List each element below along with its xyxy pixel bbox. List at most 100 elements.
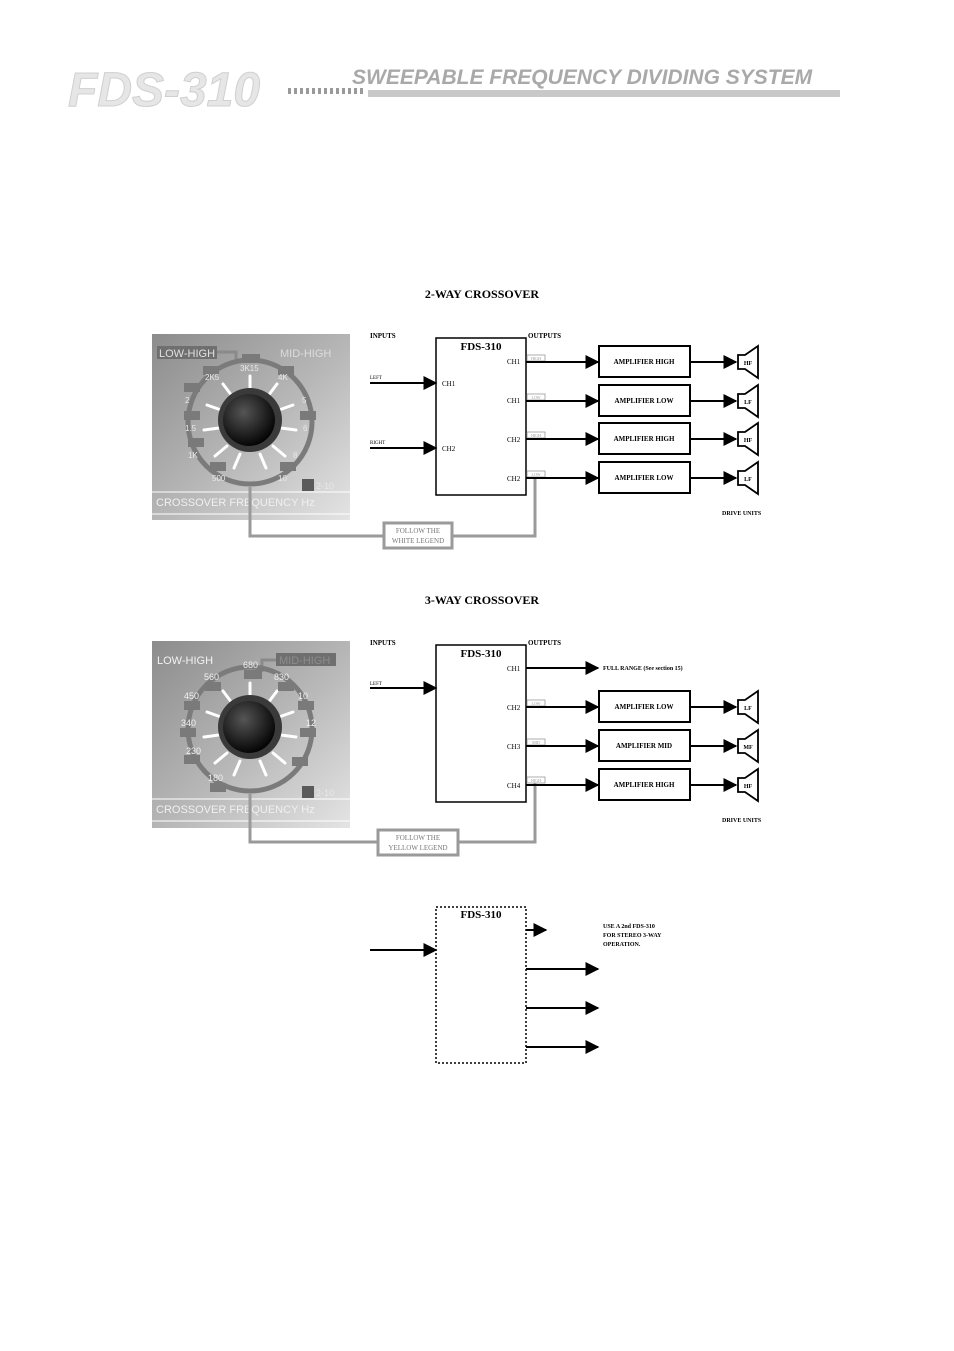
knob[interactable] bbox=[223, 394, 275, 446]
legend-connector bbox=[248, 487, 384, 538]
driver-label: HF bbox=[744, 784, 753, 790]
output-tag: HIGH bbox=[531, 433, 541, 438]
input-left-label: LEFT bbox=[370, 376, 382, 381]
knob[interactable] bbox=[223, 701, 275, 753]
amplifier-label: AMPLIFIER LOW bbox=[615, 474, 674, 482]
output-tag: MID bbox=[532, 740, 540, 745]
panel-label-right: MID-HIGH bbox=[280, 348, 331, 360]
legend-connector-right bbox=[458, 783, 537, 844]
panel-label-left: LOW-HIGH bbox=[157, 655, 213, 667]
output-channel: CH4 bbox=[507, 782, 521, 790]
full-range-label: FULL RANGE (See section 15) bbox=[603, 665, 683, 672]
svg-text:560: 560 bbox=[204, 672, 219, 682]
output-tag: LOW bbox=[531, 395, 540, 400]
drive-units-label: DRIVE UNITS bbox=[722, 818, 762, 824]
legend-note-line1: FOLLOW THE bbox=[396, 834, 440, 842]
amplifier-box bbox=[598, 690, 691, 723]
driver-label: HF bbox=[744, 361, 753, 367]
panel-label-left-box bbox=[157, 346, 217, 359]
svg-text:340: 340 bbox=[181, 718, 196, 728]
two-way-section: 2-WAY CROSSOVER LOW-HIGH MID-HIGH bbox=[152, 287, 762, 550]
three-way-title: 3-WAY CROSSOVER bbox=[425, 593, 539, 607]
output-row: CH3 MID AMPLIFIER MID MF bbox=[507, 728, 759, 764]
svg-text:8: 8 bbox=[293, 451, 298, 460]
svg-text:12: 12 bbox=[306, 718, 316, 728]
scale-boxes bbox=[180, 670, 316, 792]
stereo-note-section: FDS-310 USE A 2nd FDS-310 FOR STEREO 3-W… bbox=[370, 906, 662, 1064]
speaker-icon bbox=[737, 421, 759, 457]
input-right-label: RIGHT bbox=[370, 441, 385, 446]
page-header: FDS-310 SWEEPABLE FREQUENCY DIVIDING SYS… bbox=[68, 64, 840, 118]
range-label: 2-10 bbox=[316, 788, 334, 798]
speaker-icon bbox=[737, 383, 759, 419]
svg-text:500: 500 bbox=[212, 474, 226, 483]
output-row: CH2 LOW AMPLIFIER LOW LF bbox=[507, 689, 759, 725]
svg-text:1.5: 1.5 bbox=[185, 424, 197, 433]
amplifier-label: AMPLIFIER HIGH bbox=[614, 435, 675, 443]
panel-bottom-label: CROSSOVER FREQUENCY Hz bbox=[156, 804, 315, 816]
range-label: 2-10 bbox=[316, 481, 334, 491]
second-fds-310-unit bbox=[435, 906, 527, 1064]
output-tag: LOW bbox=[531, 472, 540, 477]
header-rule bbox=[368, 90, 840, 97]
amplifier-label: AMPLIFIER LOW bbox=[615, 703, 674, 711]
output-channel: CH1 bbox=[507, 397, 521, 405]
stereo-note-line1: USE A 2nd FDS-310 bbox=[603, 924, 655, 930]
output-channel: CH1 bbox=[507, 665, 521, 673]
speaker-icon bbox=[737, 344, 759, 380]
legend-connector bbox=[248, 794, 378, 844]
output-tag: HIGH bbox=[531, 778, 541, 783]
range-switch[interactable] bbox=[302, 786, 314, 798]
amplifier-box bbox=[598, 729, 691, 762]
speaker-icon bbox=[737, 728, 759, 764]
svg-text:230: 230 bbox=[186, 746, 201, 756]
unit-label: FDS-310 bbox=[461, 909, 502, 921]
scale-labels: 500 1K 1.5 2 2K5 3K15 4K 5 6 8 10 bbox=[185, 364, 308, 483]
svg-text:3K15: 3K15 bbox=[240, 364, 259, 373]
header-dots bbox=[286, 88, 366, 94]
legend-note-line2: YELLOW LEGEND bbox=[388, 844, 447, 852]
drive-units-label: DRIVE UNITS bbox=[722, 511, 762, 517]
svg-text:6: 6 bbox=[303, 424, 308, 433]
driver-label: MF bbox=[743, 745, 753, 751]
fds-310-unit bbox=[435, 337, 527, 496]
svg-text:180: 180 bbox=[208, 773, 223, 783]
knob-ticks bbox=[202, 374, 298, 470]
output-channel: CH1 bbox=[507, 358, 521, 366]
legend-connector-right bbox=[452, 478, 537, 538]
amplifier-box bbox=[598, 461, 691, 494]
outputs-label: OUTPUTS bbox=[528, 332, 561, 340]
svg-text:2K5: 2K5 bbox=[205, 373, 220, 382]
output-tag: HIGH bbox=[531, 356, 541, 361]
output-row: CH1 HIGH AMPLIFIER HIGH HF bbox=[507, 344, 759, 380]
output-tag-box bbox=[526, 776, 546, 784]
amplifier-label: AMPLIFIER MID bbox=[616, 742, 672, 750]
amplifier-label: AMPLIFIER HIGH bbox=[614, 358, 675, 366]
outputs-label: OUTPUTS bbox=[528, 639, 561, 647]
output-channel: CH2 bbox=[507, 704, 521, 712]
fds-310-unit bbox=[435, 644, 527, 803]
unit-label: FDS-310 bbox=[461, 648, 502, 660]
driver-label: HF bbox=[744, 438, 753, 444]
svg-text:4K: 4K bbox=[278, 373, 288, 382]
output-tag: LOW bbox=[531, 701, 540, 706]
three-way-section: 3-WAY CROSSOVER LOW-HIGH MID-HIGH bbox=[152, 593, 762, 857]
input-left-label: LEFT bbox=[370, 682, 382, 687]
svg-text:1K: 1K bbox=[188, 451, 198, 460]
panel-label-right-box bbox=[276, 653, 336, 666]
amplifier-box bbox=[598, 422, 691, 455]
stereo-note-line2: FOR STEREO 3-WAY bbox=[603, 933, 662, 939]
inputs-label: INPUTS bbox=[370, 332, 396, 340]
range-switch[interactable] bbox=[302, 479, 314, 491]
output-channel: CH2 bbox=[507, 436, 521, 444]
panel-label-right: MID-HIGH bbox=[279, 655, 330, 667]
legend-note-line2: WHITE LEGEND bbox=[392, 537, 444, 545]
svg-text:830: 830 bbox=[274, 672, 289, 682]
svg-text:2: 2 bbox=[185, 396, 190, 405]
speaker-icon bbox=[737, 460, 759, 496]
svg-text:10: 10 bbox=[278, 474, 287, 483]
output-row: CH2 LOW AMPLIFIER LOW LF bbox=[507, 460, 759, 496]
svg-text:450: 450 bbox=[184, 691, 199, 701]
inputs-label: INPUTS bbox=[370, 639, 396, 647]
